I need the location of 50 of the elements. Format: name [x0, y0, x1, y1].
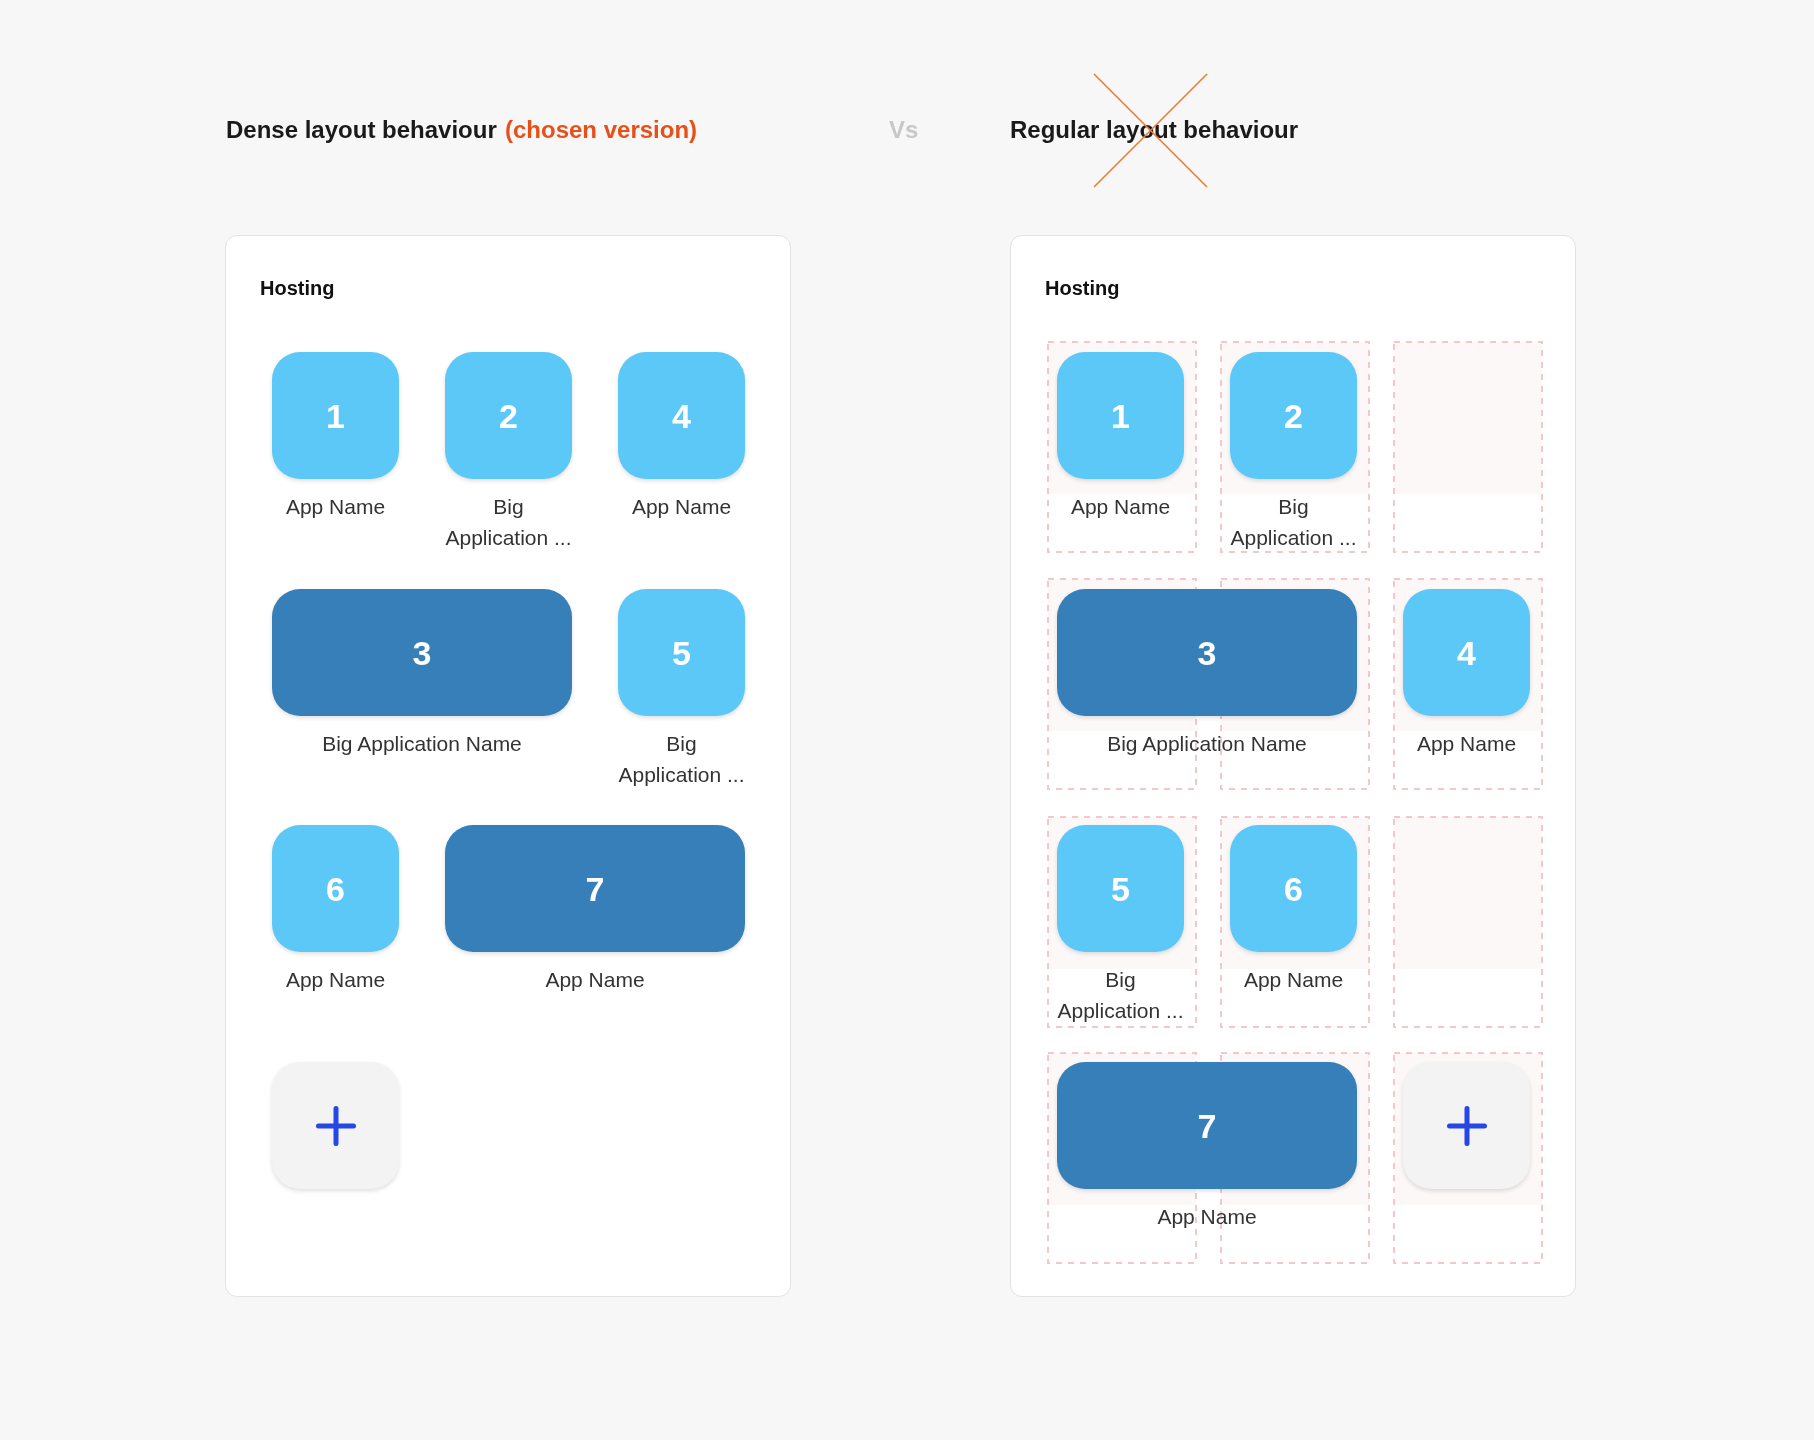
app-tile: [1230, 352, 1357, 479]
app-name-caption: App Name: [1069, 494, 1172, 520]
app-tile: [618, 352, 745, 479]
heading: Dense layout behaviour: [226, 115, 497, 145]
app-name-caption: Big Application ...: [617, 731, 746, 788]
app-name-caption: Big Application ...: [444, 494, 573, 551]
app-name-caption: App Name: [284, 967, 387, 993]
heading-note: (chosen version): [505, 115, 698, 145]
app-number: 5: [1111, 868, 1130, 909]
app-tile: [1403, 589, 1530, 716]
panel-card: [1010, 235, 1576, 1297]
section-heading: Hosting: [260, 276, 335, 300]
panel-card: [225, 235, 791, 1297]
app-name-caption: App Name: [630, 494, 733, 520]
app-name-caption: App Name: [1156, 1204, 1258, 1230]
app-number: 7: [585, 868, 605, 909]
app-tile: [445, 352, 572, 479]
app-number: 2: [499, 395, 518, 436]
app-number: 4: [1457, 632, 1476, 673]
app-number: 3: [1197, 632, 1217, 673]
app-name-caption: Big Application Name: [321, 731, 523, 757]
app-number: 4: [672, 395, 691, 436]
app-name-caption: App Name: [284, 494, 387, 520]
app-number: 6: [1284, 868, 1303, 909]
app-number: 3: [412, 632, 432, 673]
app-tile: [1057, 589, 1357, 716]
app-name-caption: Big Application ...: [1056, 967, 1185, 1024]
app-tile: [1057, 352, 1184, 479]
add-tile: [1403, 1062, 1530, 1189]
app-number: 6: [326, 868, 345, 909]
app-tile: [618, 589, 745, 716]
app-tile: [272, 352, 399, 479]
app-number: 1: [1111, 395, 1130, 436]
app-tile: [1057, 1062, 1357, 1189]
app-name-caption: Big Application Name: [1106, 731, 1308, 757]
section-heading: Hosting: [1045, 276, 1120, 300]
add-tile: [272, 1062, 399, 1189]
app-number: 2: [1284, 395, 1303, 436]
app-name-caption: App Name: [544, 967, 646, 993]
app-name-caption: App Name: [1242, 967, 1345, 993]
app-name-caption: Big Application ...: [1229, 494, 1358, 551]
app-tile: [1057, 825, 1184, 952]
app-tile: [272, 589, 572, 716]
app-tile: [1230, 825, 1357, 952]
app-number: 7: [1197, 1105, 1217, 1146]
app-number: 5: [672, 632, 691, 673]
app-tile: [272, 825, 399, 952]
app-name-caption: App Name: [1415, 731, 1518, 757]
app-number: 1: [326, 395, 345, 436]
app-tile: [445, 825, 745, 952]
